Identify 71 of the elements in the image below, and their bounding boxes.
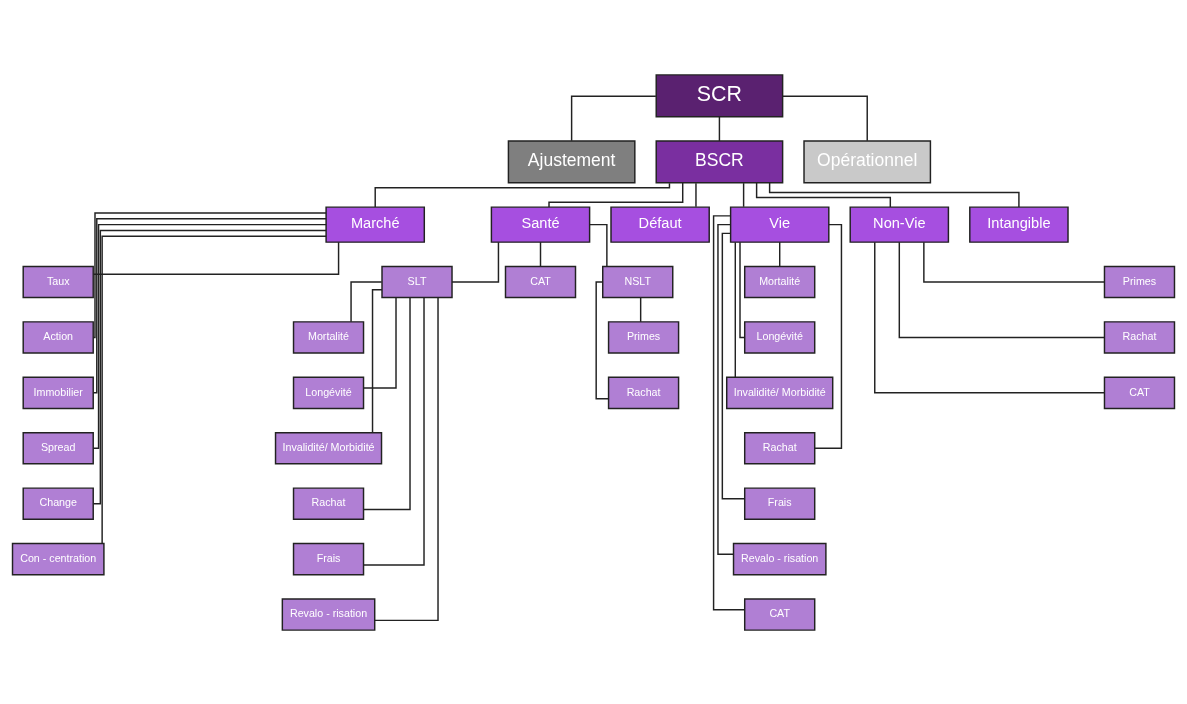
connector (92, 229, 327, 504)
connector (695, 181, 697, 207)
node-box: CAT (743, 597, 816, 631)
node-box: CAT (1103, 376, 1176, 409)
node-box: Revalo - risation (281, 597, 376, 631)
connector (739, 241, 746, 338)
connector (782, 95, 868, 141)
node-box: Immobilier (22, 376, 94, 409)
node-box: Mortalité (292, 320, 365, 354)
node-box: Intangible (969, 205, 1069, 243)
node-box: Vie (729, 205, 830, 243)
node-box: Change (22, 486, 94, 520)
connector (755, 181, 892, 208)
node-box: Invalidité/ Morbidité (726, 376, 834, 409)
node-box: Marché (325, 205, 426, 243)
node-box: Défaut (610, 205, 710, 243)
node-box: CAT (504, 265, 577, 298)
node-box: Santé (490, 205, 591, 243)
node-box: Revalo - risation (732, 542, 827, 575)
connector (721, 232, 746, 500)
node-box: SLT (381, 265, 453, 298)
connector (451, 240, 500, 283)
node-box: BSCR (655, 139, 784, 184)
connector (362, 296, 411, 510)
connector (363, 296, 397, 389)
node-box: Longévité (292, 376, 365, 409)
node-box: Frais (292, 542, 365, 575)
connector (92, 217, 327, 394)
node-box: SCR (655, 73, 784, 117)
connector (374, 181, 671, 208)
connector (595, 280, 610, 399)
node-box: Non-Vie (849, 205, 950, 243)
node-box: Con - centration (11, 542, 105, 575)
connector (874, 241, 1106, 394)
connector (734, 241, 737, 378)
connector (371, 288, 383, 433)
connector (350, 280, 383, 322)
connector (570, 95, 657, 141)
node-box: Frais (743, 486, 816, 520)
connector (742, 181, 745, 207)
connector (101, 235, 327, 544)
node-box: Invalidité/ Morbidité (274, 431, 383, 465)
node-box: Rachat (607, 376, 680, 409)
node-box: Spread (22, 431, 94, 465)
node-box: NSLT (602, 265, 674, 298)
node-box: Rachat (743, 431, 816, 465)
node-box: Taux (22, 265, 94, 298)
node-box: Longévité (743, 320, 816, 354)
connector (362, 296, 425, 566)
node-box: Ajustement (507, 139, 636, 184)
node-box: Mortalité (743, 265, 816, 298)
node-box: Rachat (292, 486, 365, 520)
connector (779, 240, 781, 267)
connector (718, 115, 721, 142)
connector (92, 211, 327, 338)
connector (712, 214, 746, 610)
connector (92, 241, 340, 275)
connector (589, 223, 608, 267)
connector (639, 296, 642, 323)
node-box: Action (22, 320, 94, 354)
connector (717, 223, 734, 555)
node-box: Primes (607, 320, 680, 354)
connector (814, 223, 843, 449)
node-box: Primes (1103, 265, 1176, 298)
connector (374, 296, 439, 621)
connector (548, 181, 684, 208)
connector (539, 240, 542, 267)
connector (92, 223, 327, 449)
connector (898, 241, 1106, 338)
node-box: Rachat (1103, 320, 1176, 354)
connector (923, 240, 1106, 283)
